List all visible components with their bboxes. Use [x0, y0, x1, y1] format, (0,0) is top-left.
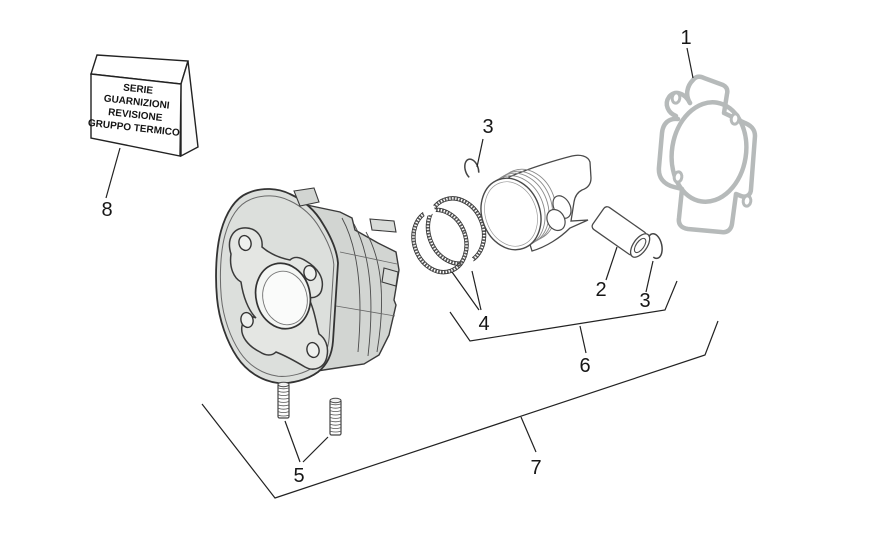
bracket-7: [201, 320, 719, 499]
cylinder-step-line: [335, 305, 396, 317]
piston-ring-front: [411, 204, 469, 275]
callout-6-piston-group[interactable]: 6: [579, 355, 590, 377]
gasket-bolt-hole: [672, 170, 684, 184]
flange-bolt-hole: [238, 234, 252, 252]
base-gasket: [656, 74, 758, 235]
gasket-bolt-hole: [670, 91, 682, 105]
piston-pin: [591, 206, 651, 258]
stud-threads: [278, 387, 289, 417]
stud-left: [277, 381, 290, 419]
circlip-top: [464, 158, 480, 178]
gasket-bore-ring: [669, 100, 749, 204]
leader-1: [686, 47, 694, 79]
gasket-bolt-hole: [729, 112, 741, 126]
leader-2: [605, 246, 618, 281]
cylinder-fin-line: [365, 231, 383, 353]
cylinder-mount-stub: [369, 218, 397, 233]
callout-5-studs[interactable]: 5: [293, 465, 304, 487]
piston: [480, 154, 592, 252]
piston-crown-chamfer: [484, 181, 538, 247]
cylinder-block: [215, 187, 400, 385]
callout-8-gasket-set[interactable]: 8: [101, 199, 112, 221]
callout-7-cylinder-group[interactable]: 7: [530, 457, 541, 479]
flange-bolt-hole: [306, 341, 320, 359]
leader-5b: [302, 436, 329, 463]
cylinder-top-lug: [293, 187, 320, 207]
flange-bolt-hole: [303, 264, 317, 282]
callout-leader-lines: [105, 47, 719, 499]
cylinder-bore-wall: [262, 270, 308, 326]
ring-gap: [421, 204, 437, 217]
piston-crown-face: [480, 177, 542, 251]
cylinder-side-boss: [381, 267, 399, 287]
gasket-ear: [664, 90, 693, 119]
bracket-6: [449, 280, 678, 342]
cylinder-studs: [277, 381, 342, 436]
leader-3-right: [645, 260, 654, 293]
tag-side-gusset: [180, 60, 199, 158]
leader-5a: [284, 420, 301, 463]
callout-3-circlip-top[interactable]: 3: [482, 116, 493, 138]
cylinder-step-line: [339, 251, 398, 265]
flange-bolt-hole: [240, 311, 254, 329]
gasket-set-tag: SERIE GUARNIZIONI REVISIONE GRUPPO TERMI…: [87, 54, 199, 158]
leader-8: [105, 147, 121, 199]
callout-2-piston-pin[interactable]: 2: [595, 279, 606, 301]
bracket-7-tick: [520, 416, 537, 453]
leader-4a: [451, 271, 480, 311]
gasket-bolt-hole: [741, 194, 753, 208]
cylinder-fin-line: [341, 217, 361, 353]
callout-3-circlip-right[interactable]: 3: [639, 290, 650, 312]
cylinder-fin-line: [353, 223, 372, 357]
circlip-right: [648, 232, 663, 260]
callout-4-piston-rings[interactable]: 4: [478, 313, 489, 335]
tag-front-face: [90, 73, 182, 157]
stud-right: [329, 397, 342, 436]
callout-1-gasket[interactable]: 1: [680, 27, 691, 49]
stud-threads: [330, 403, 341, 433]
callout-numbers: 1 2 3 3 4 5 6 7 8: [101, 27, 691, 487]
tag-line-1: SERIE: [123, 82, 154, 96]
leader-3-top: [476, 138, 484, 168]
bracket-6-tick: [579, 325, 587, 354]
leader-4b: [471, 270, 482, 311]
pin-bore: [633, 237, 647, 254]
pin-boss-hole: [546, 208, 566, 232]
piston-rings: [411, 196, 487, 275]
